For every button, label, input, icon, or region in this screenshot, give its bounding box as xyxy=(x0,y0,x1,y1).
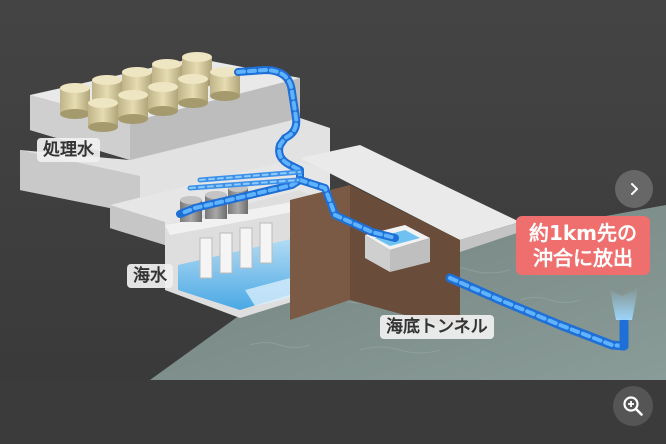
treated-water-label: 処理水 xyxy=(37,138,100,162)
discharge-callout: 約1km先の 沖合に放出 xyxy=(516,216,650,275)
seawater-label: 海水 xyxy=(127,264,173,288)
next-image-button[interactable] xyxy=(615,170,653,208)
zoom-in-icon xyxy=(623,396,643,416)
water-discharge-illustration xyxy=(0,0,666,380)
zoom-button[interactable] xyxy=(613,386,653,426)
chevron-right-icon xyxy=(631,183,638,195)
bottom-bar xyxy=(0,380,666,444)
callout-line-1: 約1km先の xyxy=(528,221,638,245)
undersea-tunnel-label: 海底トンネル xyxy=(380,315,494,339)
callout-line-2: 沖合に放出 xyxy=(533,246,633,270)
